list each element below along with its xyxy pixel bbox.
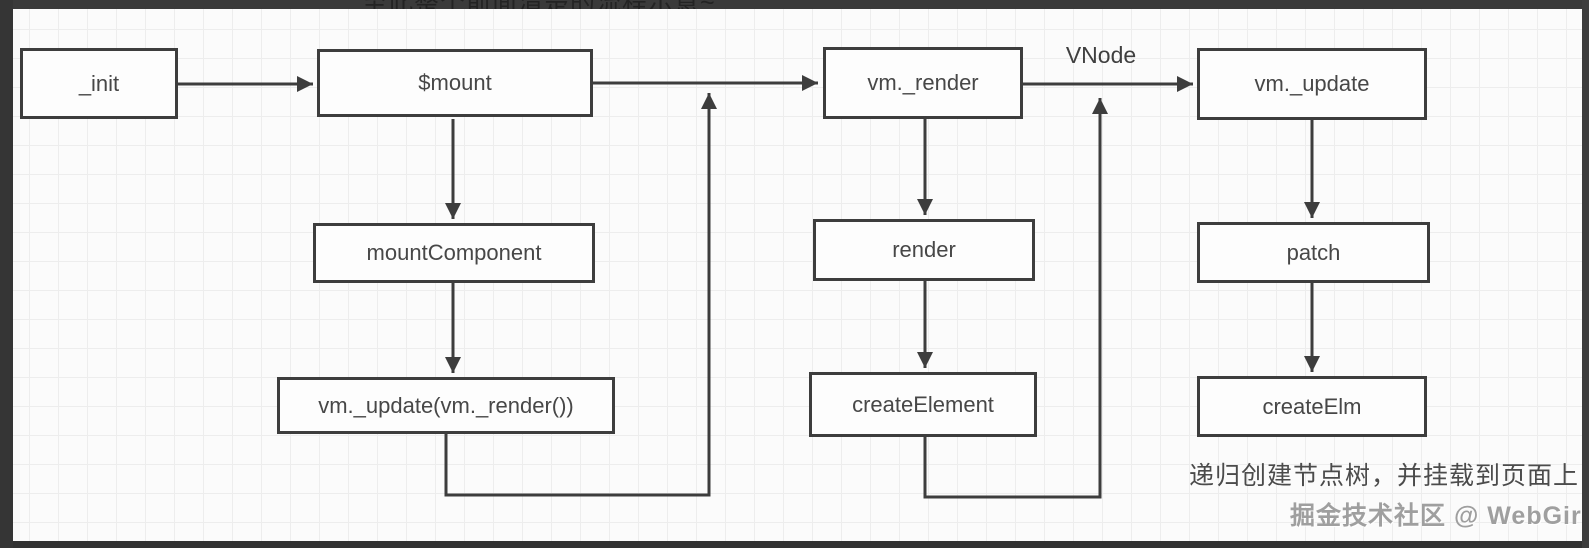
- arrow-loop-updatecall-to-topline: [444, 93, 718, 497]
- node-mount: $mount: [317, 49, 593, 117]
- letterbox-right-bar: [1582, 0, 1589, 548]
- letterbox-bottom-bar: [0, 541, 1589, 548]
- watermark-text: 掘金技术社区 @ WebGirl: [1290, 502, 1589, 530]
- edge-label-vnode: VNode: [1065, 42, 1137, 68]
- node-vm-update-call: vm._update(vm._render()): [277, 377, 615, 434]
- letterbox-top-bar: 至此整个前面清楚的流程示意~: [0, 0, 1589, 9]
- clipped-top-title: 至此整个前面清楚的流程示意~: [362, 0, 716, 9]
- node-init: _init: [20, 48, 178, 119]
- node-vm-render: vm._render: [823, 47, 1023, 119]
- letterbox-left-bar: [0, 0, 13, 548]
- arrow-loop-createelement-to-topline: [923, 98, 1109, 499]
- node-vm-update: vm._update: [1197, 48, 1427, 120]
- node-render: render: [813, 219, 1035, 281]
- node-create-elm: createElm: [1197, 376, 1427, 437]
- node-mount-component: mountComponent: [313, 223, 595, 283]
- caption-text: 递归创建节点树，并挂载到页面上: [1189, 462, 1580, 490]
- node-patch: patch: [1197, 222, 1430, 283]
- node-create-element: createElement: [809, 372, 1037, 437]
